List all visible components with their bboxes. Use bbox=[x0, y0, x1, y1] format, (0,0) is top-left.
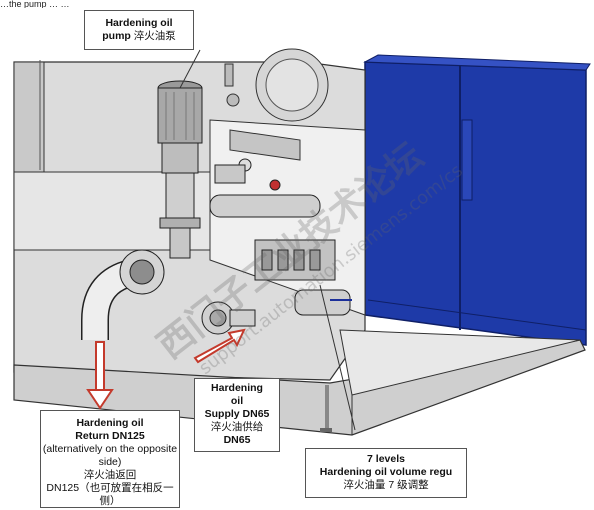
pump-motor bbox=[157, 80, 203, 259]
label-supply-en4: DN65 bbox=[223, 434, 251, 446]
label-supply: Hardening oil Supply DN65 淬火油供给 DN65 bbox=[194, 378, 280, 452]
label-pump: Hardening oil pump 淬火油泵 bbox=[84, 10, 194, 50]
label-return-en2: Return DN125 bbox=[75, 430, 145, 442]
label-return-zh2: DN125（也可放置在相反一侧） bbox=[46, 482, 174, 507]
label-return: Hardening oil Return DN125 (alternativel… bbox=[40, 410, 180, 508]
label-supply-zh: 淬火油供给 bbox=[210, 421, 264, 433]
label-return-en: Hardening oil bbox=[76, 417, 144, 429]
label-volume: 7 levels Hardening oil volume regu 淬火油量 … bbox=[305, 448, 467, 498]
label-supply-en3: Supply DN65 bbox=[204, 408, 270, 420]
valve-manifold bbox=[209, 158, 352, 316]
label-return-note: (alternatively on the opposite side) bbox=[42, 443, 178, 468]
label-pump-en: Hardening oil bbox=[105, 17, 173, 29]
label-supply-en: Hardening bbox=[211, 382, 263, 394]
cropped-caption-text: …the pump … … bbox=[0, 0, 70, 8]
supply-arrow bbox=[193, 328, 246, 364]
label-volume-en: 7 levels bbox=[367, 453, 405, 465]
label-pump-en2: pump 淬火油泵 bbox=[102, 30, 176, 42]
leader-lines bbox=[179, 49, 356, 431]
label-return-zh: 淬火油返回 bbox=[83, 469, 137, 481]
label-supply-en2: oil bbox=[230, 395, 244, 407]
return-pipe bbox=[81, 249, 165, 340]
supply-flange bbox=[201, 301, 256, 335]
label-volume-zh: 淬火油量 7 级调整 bbox=[343, 479, 429, 491]
blue-cabinet bbox=[363, 54, 591, 346]
label-volume-en2: Hardening oil volume regu bbox=[319, 466, 453, 478]
return-arrow bbox=[86, 341, 114, 410]
